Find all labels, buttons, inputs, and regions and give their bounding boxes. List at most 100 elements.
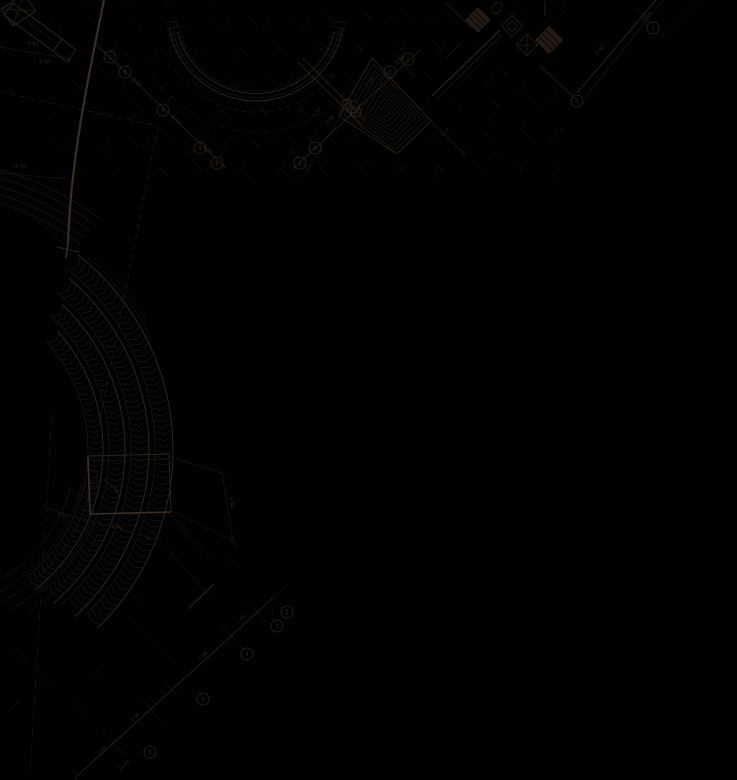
ring-tick [166, 26, 180, 30]
dimension-label: 2.00 [97, 745, 109, 756]
grid-bubble: 2 [383, 65, 397, 79]
cad-line [44, 507, 151, 539]
grid-bubble-circle [103, 50, 117, 64]
lattice-line [471, 0, 566, 94]
cad-line [73, 701, 87, 715]
cad-path [29, 414, 53, 779]
seating-arc [0, 186, 91, 232]
grid-bubble: 1 [570, 94, 584, 108]
cad-line [129, 615, 175, 665]
grid-bubble-label: 1 [108, 55, 111, 61]
grid-bubble-circle [196, 692, 210, 706]
cad-line [431, 29, 501, 97]
diamond-hatch-ring [364, 87, 406, 132]
cad-line [338, 115, 398, 155]
boundary-dashed-line [0, 91, 159, 127]
grid-bubble: 5 [143, 745, 157, 759]
seating-arc [66, 268, 156, 616]
dimension-label: 0.10 [440, 127, 451, 138]
cad-line [430, 120, 467, 157]
ring-tick [165, 20, 179, 23]
grid-bubble-label: 3 [161, 108, 164, 114]
seating-arc [172, 30, 340, 99]
grid-bubble-label: 3 [245, 652, 248, 658]
cad-line [371, 57, 432, 122]
cad-line [297, 61, 363, 127]
ring-tick [333, 20, 347, 23]
cad-line [270, 605, 276, 622]
grid-bubble-circle [143, 745, 157, 759]
seating-arc [188, 51, 324, 92]
cad-line [61, 174, 69, 182]
cad-path [65, 242, 69, 259]
symbol-hatch-line [538, 36, 553, 51]
seating-arc [77, 254, 174, 629]
ring-tick [171, 41, 184, 48]
cad-line [338, 57, 373, 117]
dimension-label: 2.40 [594, 44, 606, 56]
building-cluster-symbols [465, 2, 563, 57]
seating-arc [0, 177, 95, 226]
cad-line [396, 120, 432, 155]
cad-line [30, 211, 37, 218]
grid-bubble: 4 [308, 141, 322, 155]
dimension-label: 2.40 [394, 54, 406, 66]
cad-line [52, 50, 68, 63]
cad-line [0, 172, 67, 180]
cad-line [97, 518, 105, 529]
cad-line [338, 115, 347, 121]
cad-line [168, 453, 172, 513]
cad-line [217, 467, 227, 479]
cluster-symbol [500, 14, 524, 38]
cad-line [169, 513, 212, 559]
diamond-hatch-ring [358, 81, 411, 136]
cad-line [188, 132, 210, 156]
seating-arc [174, 69, 338, 113]
lattice-line [49, 17, 211, 179]
lattice-line [49, 0, 91, 41]
cad-line [228, 535, 238, 547]
seating-arc [168, 28, 344, 102]
cad-line [74, 596, 275, 779]
cad-line [57, 537, 71, 551]
symbol-box [500, 14, 524, 38]
cad-line [205, 148, 227, 172]
cad-line [3, 2, 14, 16]
cad-line [361, 125, 396, 153]
diamond-hatch-ring [379, 105, 391, 118]
grid-bubble: 4 [196, 692, 210, 706]
cad-line [12, 2, 63, 40]
seating-arc [86, 256, 152, 340]
grid-bubble: 3 [156, 103, 170, 117]
cad-line [96, 47, 106, 55]
grid-bubble-label: 5 [148, 750, 151, 756]
dimension-label: 1.45 [364, 77, 376, 89]
dimension-label: 4.70 [14, 164, 26, 171]
cad-line [657, 0, 701, 41]
dimension-label: 2.50 [110, 483, 120, 493]
cad-line [151, 95, 173, 119]
cad-line [0, 42, 6, 52]
cad-line [304, 112, 344, 175]
cad-line [101, 730, 125, 756]
cad-line [129, 591, 143, 605]
cad-line [113, 58, 135, 82]
cad-line [44, 224, 51, 231]
seating-arc [25, 340, 89, 579]
cad-line [300, 169, 310, 179]
cad-line [89, 511, 172, 515]
ring-tick [323, 51, 335, 59]
symbol-circle [507, 21, 517, 31]
grid-bubble-label: 4 [201, 697, 204, 703]
seating-arc [0, 202, 81, 245]
cad-line [95, 565, 109, 579]
cad-path [66, 0, 106, 244]
seating-arc [177, 32, 335, 94]
cad-line [146, 747, 150, 751]
seating-arc [0, 483, 82, 592]
seating-herringbone-hatch [29, 257, 173, 625]
dimension-label: 3.00 [641, 11, 653, 23]
cad-line [539, 65, 578, 101]
cad-line [91, 665, 105, 679]
